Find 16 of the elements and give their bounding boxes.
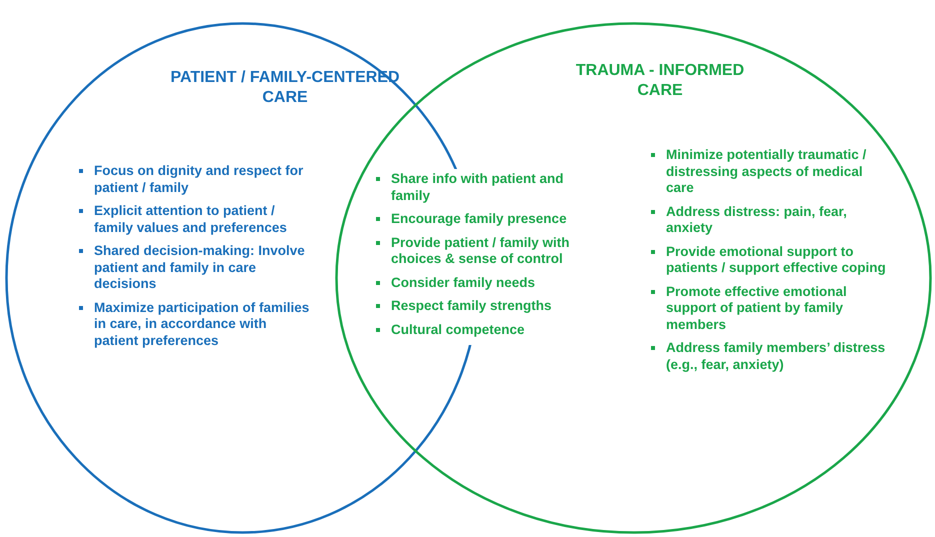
bullet-item: Provide patient / family with choices & sense of control	[375, 234, 590, 268]
bullet-item: Minimize potentially traumatic / distressing aspects of medical care	[650, 147, 890, 196]
bullet-item: Consider family needs	[375, 274, 590, 291]
bullet-item: Promote effective emotional support of patient by family members	[650, 284, 890, 333]
bullet-item: Provide emotional support to patients / support effective coping	[650, 244, 890, 276]
bullet-item: Explicit attention to patient / family values and preferences	[78, 203, 313, 236]
bullet-item: Cultural competence	[375, 322, 590, 338]
bullet-item: Focus on dignity and respect for patient / family	[78, 163, 313, 196]
bullet-item: Address distress: pain, fear, anxiety	[650, 204, 890, 236]
bullet-item: Shared decision-making: Involve patient and family in care decisions	[78, 243, 313, 292]
bullet-item: Share info with patient and family	[375, 171, 590, 204]
bullet-item: Respect family strengths	[375, 298, 590, 314]
bullet-item: Encourage family presence	[375, 211, 590, 228]
bullet-item: Maximize participation of families in care, in accordance with patient preferences	[78, 300, 313, 349]
bullet-item: Address family members’ distress (e.g., fear, anxiety)	[650, 340, 890, 373]
circle-heading: TRAUMA - INFORMED CARE	[574, 61, 746, 101]
